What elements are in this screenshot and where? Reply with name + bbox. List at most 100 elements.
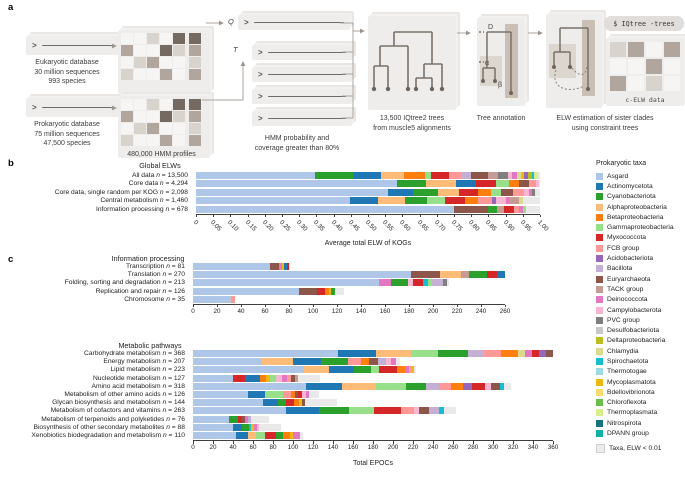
legend-swatch-icon — [596, 419, 603, 427]
legend-item-label: Thermoplasmata — [607, 409, 658, 417]
bar-segment — [387, 188, 414, 196]
axis-tick-label: 0.95 — [518, 218, 533, 233]
axis-tick-label: 0 — [191, 307, 195, 315]
bar-segment — [378, 358, 386, 366]
axis-tick — [433, 441, 434, 444]
hmm-cell — [134, 57, 146, 68]
chart-row: Biosynthesis of other secondary metaboli… — [0, 423, 553, 431]
bar-segment — [491, 382, 500, 390]
bar-segment — [426, 180, 456, 188]
bar-segment — [302, 390, 306, 398]
bar-segment — [286, 263, 289, 270]
bar-segment — [260, 374, 266, 382]
bar-track — [193, 374, 553, 382]
bar-segment — [411, 350, 438, 357]
filter-caption: HMM probability and coverage greater tha… — [236, 134, 358, 153]
axis-tick — [361, 304, 362, 308]
bar-track — [193, 287, 505, 295]
legend-swatch-icon — [596, 378, 603, 386]
bar-segment — [295, 390, 298, 398]
bar-segment — [293, 358, 321, 366]
bar-segment — [404, 172, 425, 179]
bar-track — [193, 295, 505, 303]
bar-segment — [501, 350, 518, 357]
hmm-cell — [134, 135, 146, 146]
bar-segment — [535, 180, 540, 188]
axis-tick — [513, 441, 514, 444]
hmm-cell — [147, 33, 159, 44]
legend-item-label: DPANN group — [607, 430, 649, 438]
bar-segment — [302, 399, 305, 407]
chart-row: Core data n = 4,294 — [0, 180, 540, 188]
axis-tick-label: 0.55 — [381, 218, 395, 233]
bar-segment — [391, 358, 396, 366]
legend-item-label: Mycoplasmatota — [607, 378, 656, 386]
bar-segment — [193, 271, 412, 279]
bar-segment — [193, 295, 229, 303]
axis-tick — [402, 214, 404, 218]
bar-segment — [242, 415, 245, 423]
celw-cell — [610, 59, 626, 74]
legend-item-label: Chloroflexota — [607, 399, 647, 407]
bar-segment — [283, 390, 291, 398]
axis-tick — [316, 214, 318, 218]
bar-segment — [193, 279, 379, 287]
legend-item-label: Cyanobacteriota — [607, 193, 656, 201]
bar-segment — [532, 350, 539, 357]
row-label: Energy metabolism n = 207 — [103, 358, 185, 366]
trees-caption: 13,500 IQtree2 trees from muscle5 alignm… — [358, 114, 466, 133]
bar-segment — [396, 358, 400, 366]
hmm-cell — [147, 45, 159, 56]
sequence-line-icon — [267, 117, 346, 120]
legend-item: Chloroflexota — [596, 398, 685, 408]
axis-tick — [488, 214, 490, 218]
legend-item-label: Gammaproteobacteria — [607, 224, 674, 232]
bar-segment — [501, 188, 513, 196]
legend-item-label: Chlamydia — [607, 347, 639, 355]
axis-tick — [217, 304, 218, 308]
hmm-cell — [173, 69, 185, 80]
bar-segment — [535, 188, 540, 196]
hmm-cell — [189, 135, 201, 146]
axis-tick-label: 180 — [403, 307, 415, 315]
hmm-cell — [121, 57, 133, 68]
bar-segment — [284, 263, 287, 270]
axis-tick — [505, 304, 506, 308]
bar-segment — [518, 350, 525, 357]
axis-tick — [457, 304, 458, 308]
axis-tick — [522, 214, 524, 218]
axis-tick-label: 0.80 — [467, 218, 481, 233]
sequence-line-icon — [253, 21, 344, 24]
legend-item: Mycoplasmatota — [596, 377, 685, 387]
bar-segment — [196, 180, 398, 188]
bar-track — [196, 197, 540, 205]
chart-row: Translation n = 270 — [0, 271, 505, 279]
legend-item-label: Deinococcota — [607, 296, 648, 304]
hmm-cell — [121, 123, 133, 134]
bar-segment — [439, 407, 444, 415]
hmm-cell — [160, 69, 172, 80]
bar-segment — [353, 172, 381, 179]
bar-segment — [279, 263, 282, 270]
bar-segment — [414, 366, 416, 374]
bar-segment — [488, 172, 498, 179]
bar-segment — [431, 279, 443, 287]
bar-segment — [306, 382, 342, 390]
bar-segment — [338, 350, 376, 357]
bar-segment — [193, 287, 299, 295]
legend-item: Gammaproteobacteria — [596, 222, 685, 232]
bar-segment — [193, 407, 286, 415]
bar-segment — [330, 287, 335, 295]
chart-b-title: Global ELWs — [139, 161, 181, 170]
clade-alpha-label: α — [485, 60, 490, 67]
axis-tick — [373, 441, 374, 444]
bar-segment — [193, 358, 262, 366]
bar-segment — [196, 188, 388, 196]
axis-tick-label: 340 — [527, 444, 539, 452]
bar-segment — [401, 407, 414, 415]
bar-segment — [397, 366, 405, 374]
bar-segment — [464, 197, 479, 205]
hmm-cell — [147, 111, 159, 122]
axis-tick — [436, 214, 438, 218]
legend-item: Deltaproteobacteria — [596, 336, 685, 346]
